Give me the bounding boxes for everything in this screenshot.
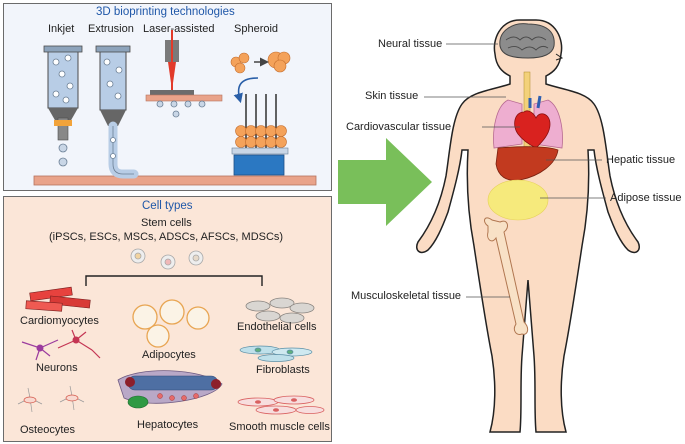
label-skin-tissue: Skin tissue (365, 90, 419, 102)
fibroblasts-icon (239, 345, 313, 362)
endothelial-cells-icon (245, 297, 315, 324)
cell-types-title: Cell types (142, 200, 193, 212)
stem-cells-list: (iPSCs, ESCs, MSCs, ADSCs, AFSCs, MDSCs) (49, 231, 284, 243)
spheroid-icon (230, 51, 291, 176)
label-neural-tissue: Neural tissue (378, 38, 443, 50)
differentiation-bracket (85, 275, 263, 286)
hepatocytes-icon (117, 370, 223, 409)
laser-assisted-icon (145, 30, 223, 118)
cardiomyocytes-icon (25, 286, 91, 312)
cell-label-hepatocytes: Hepatocytes (137, 419, 199, 431)
label-adipose-tissue: Adipose tissue (610, 192, 682, 204)
cell-label-fibroblasts: Fibroblasts (256, 364, 310, 376)
human-body-figure (416, 19, 640, 433)
method-label-spheroid: Spheroid (234, 23, 279, 35)
cell-label-adipocytes: Adipocytes (142, 349, 196, 361)
leader-lines (424, 43, 606, 298)
cell-label-cardiomyocytes: Cardiomyocytes (20, 315, 99, 327)
printing-platform (33, 175, 317, 186)
method-label-inkjet: Inkjet (48, 23, 75, 35)
adipocytes-icon (132, 299, 210, 348)
cell-label-osteocytes: Osteocytes (20, 424, 76, 436)
inkjet-nozzle-icon (43, 45, 83, 167)
extrusion-nozzle-icon (95, 45, 139, 179)
heart-icon (514, 95, 551, 149)
flow-arrow (338, 138, 432, 226)
adipose-tissue-icon (487, 179, 549, 221)
label-musculoskeletal-tissue: Musculoskeletal tissue (351, 290, 462, 302)
brain-icon (499, 23, 555, 59)
osteocytes-icon (17, 385, 85, 413)
stem-cells-title: Stem cells (141, 217, 192, 229)
stem-cells-icon (130, 248, 204, 270)
neurons-icon (21, 329, 101, 361)
liver-icon (495, 146, 559, 181)
label-cardiovascular-tissue: Cardiovascular tissue (346, 121, 452, 133)
method-label-extrusion: Extrusion (88, 23, 134, 35)
smooth-muscle-cells-icon (237, 395, 325, 415)
cell-label-neurons: Neurons (36, 362, 78, 374)
label-hepatic-tissue: Hepatic tissue (606, 154, 676, 166)
cell-label-smooth-muscle: Smooth muscle cells (229, 421, 330, 433)
bioprinting-title: 3D bioprinting technologies (96, 6, 235, 18)
bone-icon (484, 217, 529, 335)
method-label-laser-assisted: Laser-assisted (143, 23, 215, 35)
cell-label-endothelial: Endothelial cells (237, 321, 317, 333)
